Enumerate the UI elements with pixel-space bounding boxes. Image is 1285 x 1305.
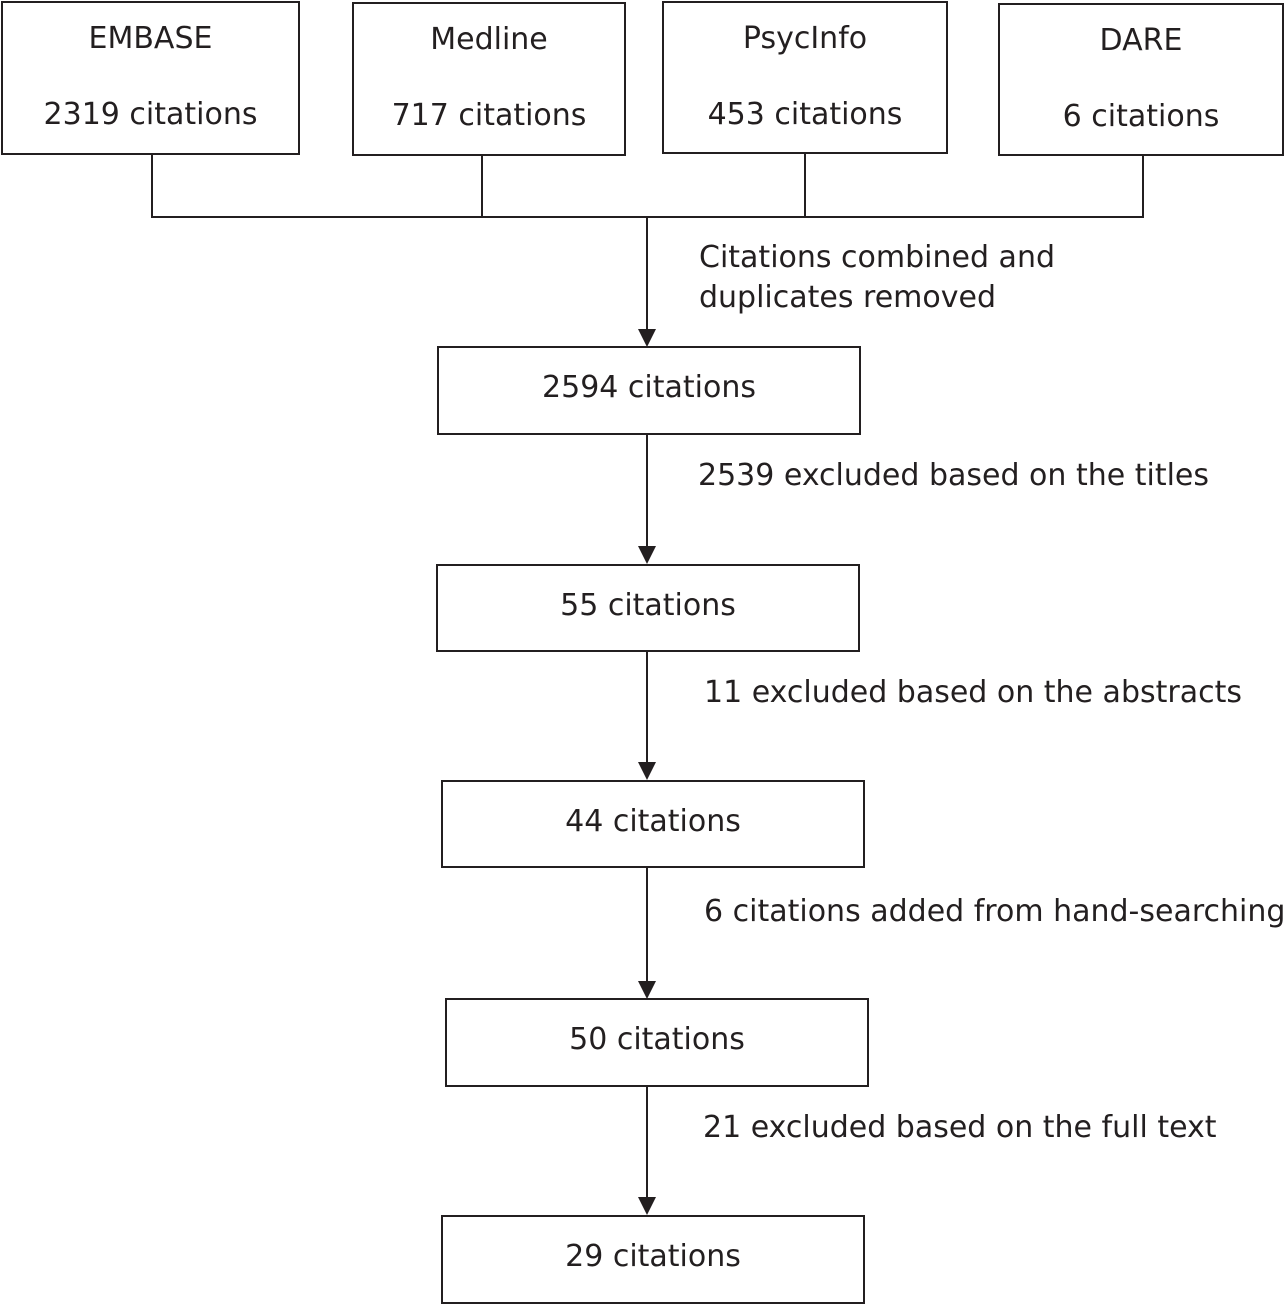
merge-arrowhead: [638, 329, 656, 347]
arrow-2-shaft: [646, 651, 648, 763]
source-name-embase: EMBASE: [88, 21, 213, 56]
stage-count-1: 2594 citations: [542, 370, 756, 405]
source-box-medline: Medline 717 citations: [352, 2, 626, 156]
arrow-3-shaft: [646, 867, 648, 982]
arrow-1-head: [638, 546, 656, 564]
arrow-3-head: [638, 981, 656, 999]
source-name-psycinfo: PsycInfo: [742, 21, 868, 56]
stage-count-3: 44 citations: [565, 804, 741, 839]
source-box-embase: EMBASE 2319 citations: [1, 1, 300, 155]
step-label-1: 2539 excluded based on the titles: [698, 458, 1210, 493]
combine-label-line-2: duplicates removed: [699, 280, 996, 315]
stage-count-2: 55 citations: [560, 588, 736, 623]
stage-box-3: 44 citations: [441, 780, 865, 868]
combine-label-line-1: Citations combined and: [699, 240, 1056, 275]
source-name-medline: Medline: [430, 22, 548, 57]
step-label-2: 11 excluded based on the abstracts: [704, 675, 1242, 710]
step-label-3: 6 citations added from hand-searching: [704, 894, 1285, 929]
stage-box-4: 50 citations: [445, 998, 869, 1087]
stage-box-1: 2594 citations: [437, 346, 861, 435]
source-box-dare: DARE 6 citations: [998, 3, 1284, 156]
source-count-psycinfo: 453 citations: [707, 97, 903, 132]
step-label-4: 21 excluded based on the full text: [703, 1110, 1217, 1145]
stage-box-2: 55 citations: [436, 564, 860, 652]
source-count-medline: 717 citations: [391, 98, 587, 133]
source-box-psycinfo: PsycInfo 453 citations: [662, 1, 948, 154]
stage-count-5: 29 citations: [565, 1239, 741, 1274]
stage-box-5: 29 citations: [441, 1215, 865, 1304]
source-name-dare: DARE: [1099, 23, 1183, 58]
arrow-4-shaft: [646, 1085, 648, 1198]
combine-label: Citations combined and duplicates remove…: [699, 238, 1055, 318]
arrow-4-head: [638, 1197, 656, 1215]
source-count-dare: 6 citations: [1062, 99, 1220, 134]
arrow-2-head: [638, 762, 656, 780]
source-count-embase: 2319 citations: [43, 97, 258, 132]
merge-arrow-shaft: [646, 217, 648, 330]
arrow-1-shaft: [646, 434, 648, 547]
stage-count-4: 50 citations: [569, 1022, 745, 1057]
